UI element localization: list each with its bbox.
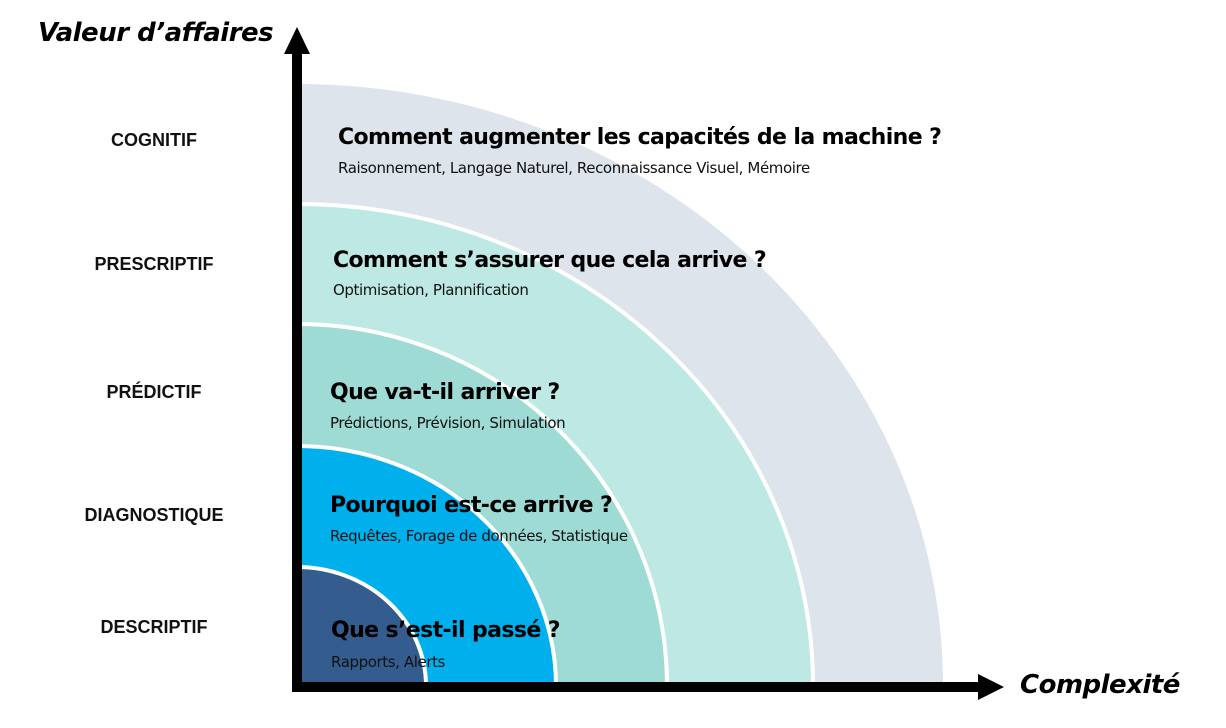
level-label-cognitif: COGNITIF: [111, 130, 197, 150]
question-descriptif: Que s’est-il passé ?: [331, 618, 561, 643]
question-cognitif: Comment augmenter les capacités de la ma…: [338, 125, 942, 150]
level-label-descriptif: DESCRIPTIF: [100, 617, 208, 637]
question-predictif: Que va-t-il arriver ?: [330, 380, 560, 405]
x-axis-arrow-icon: [978, 674, 1004, 700]
y-axis: [292, 50, 302, 691]
ring-descriptif: [295, 564, 429, 688]
y-axis-arrow-icon: [284, 27, 310, 54]
details-descriptif: Rapports, Alerts: [331, 653, 446, 671]
x-axis-label: Complexité: [1020, 670, 1180, 700]
details-diagnostique: Requêtes, Forage de données, Statistique: [330, 527, 628, 545]
question-diagnostique: Pourquoi est-ce arrive ?: [330, 493, 613, 518]
level-label-prescriptif: PRESCRIPTIF: [94, 254, 214, 274]
level-label-predictif: PRÉDICTIF: [106, 382, 202, 402]
details-cognitif: Raisonnement, Langage Naturel, Reconnais…: [338, 159, 810, 177]
question-prescriptif: Comment s’assurer que cela arrive ?: [333, 248, 767, 273]
x-axis: [292, 682, 982, 692]
level-label-diagnostique: DIAGNOSTIQUE: [84, 505, 224, 525]
y-axis-label: Valeur d’affaires: [38, 18, 274, 48]
details-predictif: Prédictions, Prévision, Simulation: [330, 414, 566, 432]
details-prescriptif: Optimisation, Plannification: [333, 281, 529, 299]
